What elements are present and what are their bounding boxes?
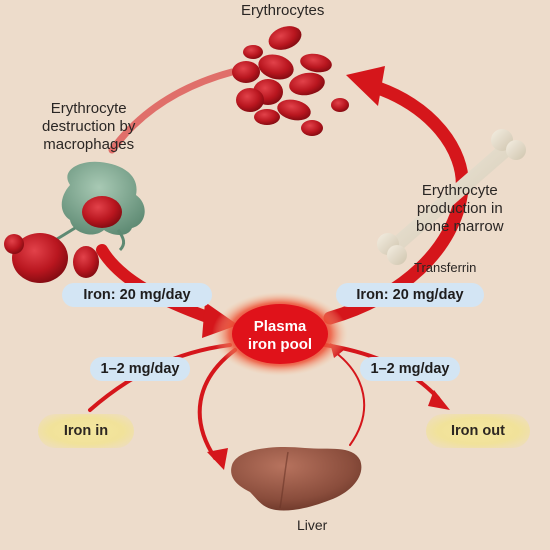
plasma-pool [232,304,328,364]
bone-illustration [377,129,526,265]
rate-left-top: Iron: 20 mg/day [62,283,212,307]
arrowhead-to-erythrocytes [346,66,385,106]
label-erythrocytes: Erythrocytes [241,2,325,19]
label-plasma-iron-pool: Plasma iron pool [240,318,320,354]
rate-left-bottom: 1–2 mg/day [90,357,190,381]
arc-erythrocytes-to-macrophages [108,68,236,154]
label-destruction: Erythrocyte destruction by macrophages [42,100,135,154]
badge-iron-out: Iron out [426,414,530,448]
label-destruction-line3: macrophages [43,136,135,153]
arrow-liver-to-pool [334,351,366,446]
label-production: Erythrocyte production in bone marrow [416,182,504,236]
erythrocytes-cluster [232,26,349,136]
label-pool-line2: iron pool [247,336,313,353]
label-production-line3: bone marrow [416,218,504,235]
badge-iron-in: Iron in [38,414,134,448]
liver-illustration [231,446,362,511]
label-destruction-line1: Erythrocyte [50,100,127,117]
rate-right-top: Iron: 20 mg/day [336,283,484,307]
label-production-line1: Erythrocyte [421,182,498,199]
label-destruction-line2: destruction by [42,118,136,135]
rate-right-bottom: 1–2 mg/day [360,357,460,381]
free-erythrocytes [4,233,99,283]
arrow-pool-to-liver [197,348,237,460]
label-production-line2: production in [416,200,503,217]
label-transferrin: Transferrin [414,260,477,275]
label-liver: Liver [297,517,328,533]
label-pool-line1: Plasma [253,318,307,335]
arrowhead-iron-out [428,390,450,410]
arrowhead-liver [207,448,228,470]
macrophage-illustration [39,161,145,252]
